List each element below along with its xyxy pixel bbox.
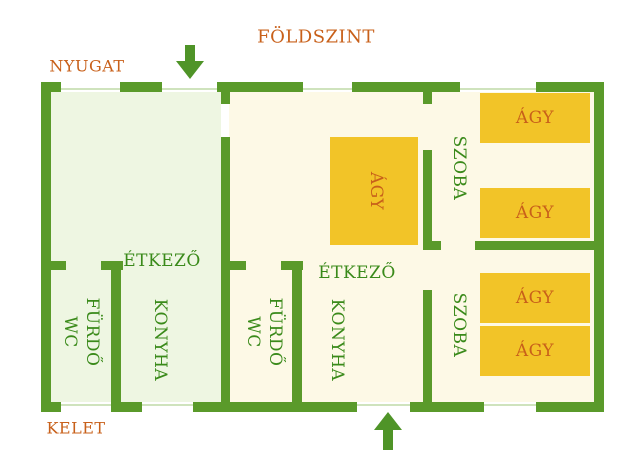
bed-center — [330, 137, 418, 245]
west-dining-label: ÉTKEZŐ — [123, 251, 201, 271]
wall-east-bath-side — [292, 261, 302, 412]
east-bath-line2: WC — [243, 316, 263, 348]
west-bath-line2: WC — [60, 316, 80, 348]
wall-top-3 — [217, 82, 303, 92]
bed-top-2-label: ÁGY — [515, 203, 555, 223]
wall-top-4 — [352, 82, 460, 92]
wall-bottom-2 — [112, 402, 142, 412]
east-room-bottom-label: SZOBA — [449, 292, 469, 358]
wall-bottom-5 — [536, 402, 602, 412]
compass-east: KELET — [46, 418, 106, 438]
bed-bottom-2 — [480, 326, 590, 376]
wall-bedroom-divider — [475, 241, 602, 250]
wall-unit-divider-top — [221, 82, 230, 104]
arrow-up-icon — [374, 412, 402, 450]
wall-bedroom-stub — [423, 241, 441, 250]
wall-east-bath-top-a — [221, 261, 246, 270]
wall-top-1 — [41, 82, 61, 92]
east-bath-line1: FÜRDŐ — [265, 297, 285, 367]
east-room-top-label: SZOBA — [449, 135, 469, 201]
bed-center-label: ÁGY — [366, 171, 386, 211]
arrow-down-icon — [176, 45, 204, 79]
bed-top-1 — [480, 93, 590, 143]
wall-top-5 — [536, 82, 602, 92]
bed-top-1-label: ÁGY — [515, 108, 555, 128]
wall-top-2 — [120, 82, 162, 92]
compass-west: NYUGAT — [49, 56, 125, 76]
east-kitchen-label: KONYHA — [327, 298, 347, 382]
east-dining-label: ÉTKEZŐ — [318, 263, 396, 283]
window-line-top — [49, 88, 595, 90]
wall-left — [41, 82, 51, 412]
wall-unit-divider — [221, 137, 230, 412]
wall-bottom-4 — [410, 402, 484, 412]
west-bath-line1: FÜRDŐ — [82, 297, 102, 367]
west-bath-label: FÜRDŐ WC — [59, 298, 103, 367]
wall-bedroom-top-left — [423, 82, 432, 104]
bed-bottom-1 — [480, 273, 590, 323]
wall-bottom-1 — [41, 402, 61, 412]
wall-west-bath-side — [111, 261, 121, 412]
page-title: FÖLDSZINT — [257, 26, 375, 48]
west-kitchen-label: KONYHA — [150, 298, 170, 382]
wall-bedroom-mid-left — [423, 150, 432, 250]
west-unit-floor — [49, 92, 221, 402]
bed-bottom-1-label: ÁGY — [515, 288, 555, 308]
bed-bottom-2-label: ÁGY — [515, 341, 555, 361]
bed-top-2 — [480, 188, 590, 238]
wall-bottom-3 — [193, 402, 357, 412]
wall-bedroom-bottom-left — [423, 290, 432, 412]
wall-west-bath-top-a — [41, 261, 66, 270]
east-bath-label: FÜRDŐ WC — [242, 298, 286, 367]
